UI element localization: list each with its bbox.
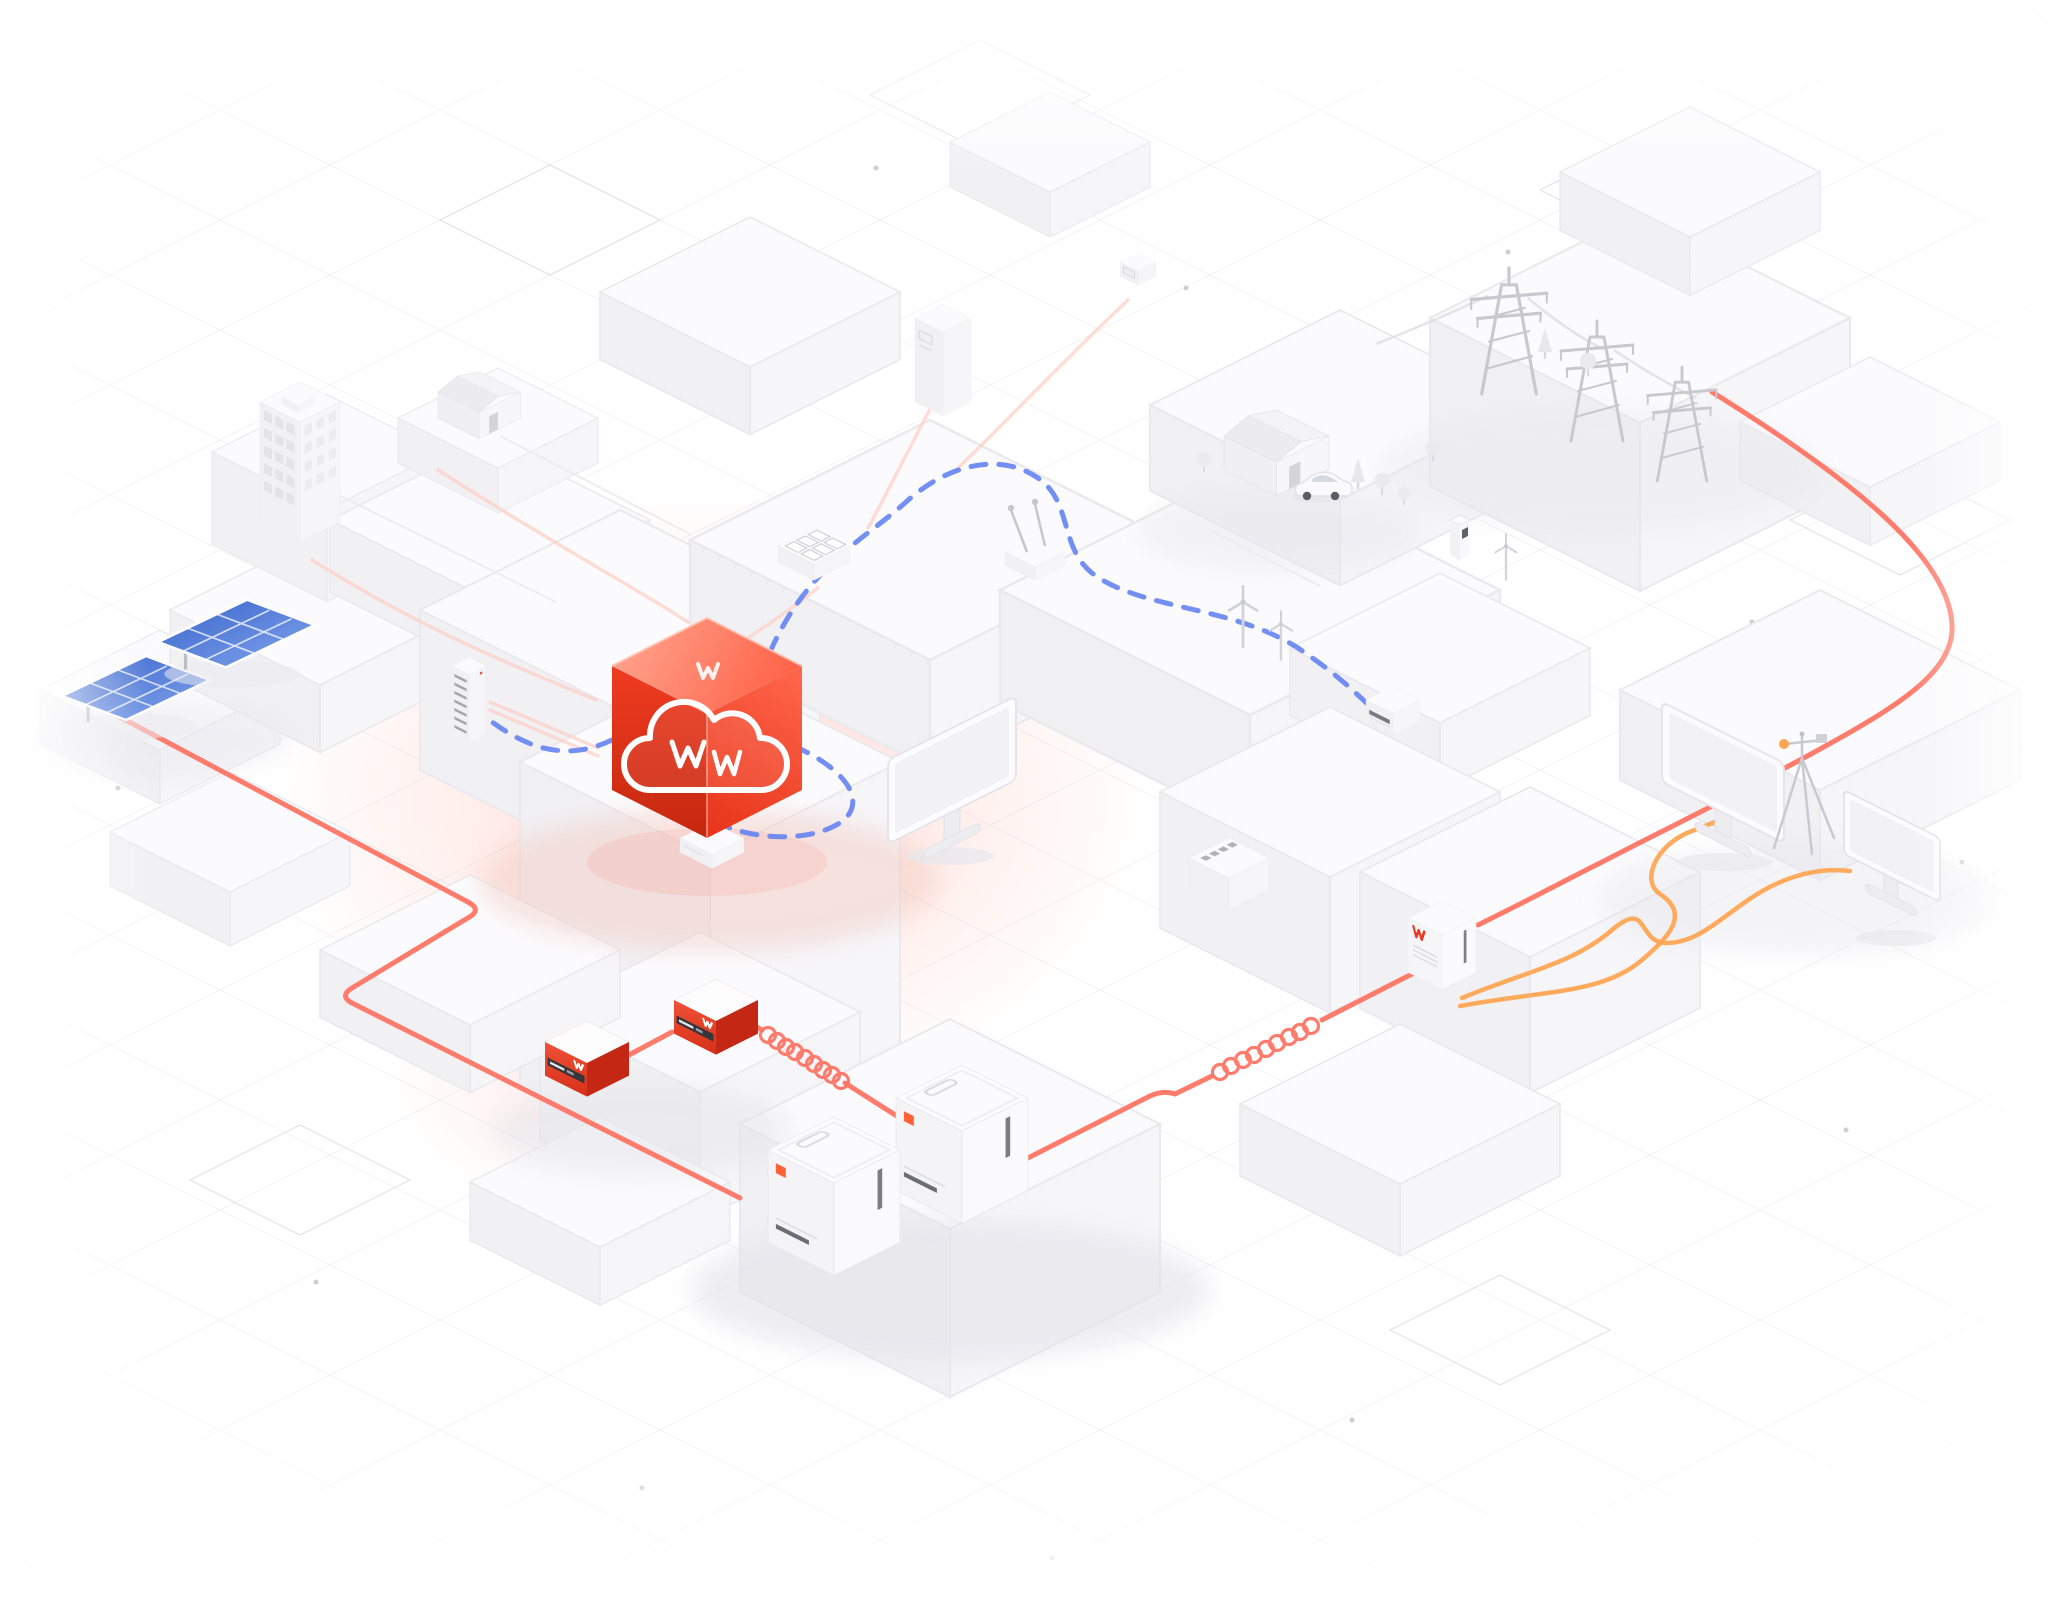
- edge-fade: [0, 0, 2060, 1600]
- illustration-canvas: [0, 0, 2060, 1600]
- isometric-energy-illustration: [0, 0, 2060, 1600]
